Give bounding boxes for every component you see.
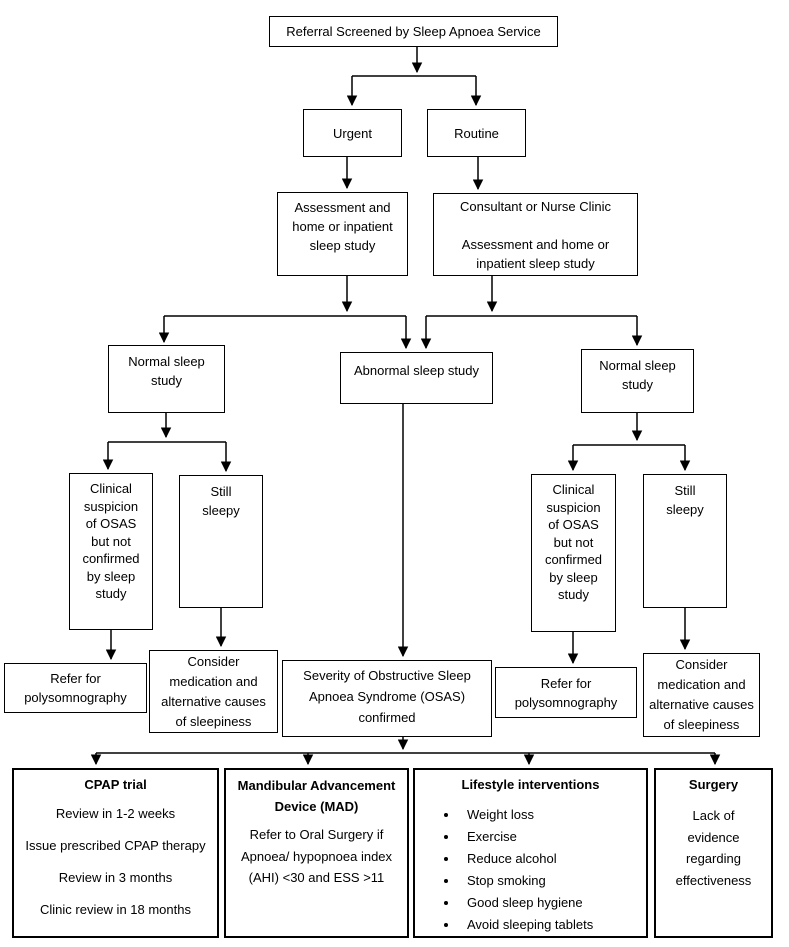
node-lifestyle-interventions: Lifestyle interventions Weight lossExerc… (413, 768, 648, 938)
node-clinical-suspicion-right: Clinical suspicion of OSAS but not confi… (531, 474, 616, 632)
node-assessment-urgent: Assessment and home or inpatient sleep s… (277, 192, 408, 276)
cpap-trial-title: CPAP trial (84, 777, 147, 792)
node-normal-sleep-study-right: Normal sleep study (581, 349, 694, 413)
surgery-body: Lack of evidence regarding effectiveness (675, 808, 752, 888)
mad-body: Refer to Oral Surgery if Apnoea/ hypopno… (240, 827, 393, 885)
node-routine: Routine (427, 109, 526, 157)
node-refer-polysomnography-right: Refer for polysomnography (495, 667, 637, 718)
node-cpap-trial: CPAP trial Review in 1-2 weeks Issue pre… (12, 768, 219, 938)
node-consider-medication-left: Consider medication and alternative caus… (149, 650, 278, 733)
node-severity-confirmed: Severity of Obstructive Sleep Apnoea Syn… (282, 660, 492, 737)
node-abnormal-sleep-study: Abnormal sleep study (340, 352, 493, 404)
node-referral-screened: Referral Screened by Sleep Apnoea Servic… (269, 16, 558, 47)
lifestyle-title: Lifestyle interventions (461, 777, 600, 792)
bullet-item: Weight loss (459, 804, 646, 826)
node-normal-sleep-study-left: Normal sleep study (108, 345, 225, 413)
node-refer-polysomnography-left: Refer for polysomnography (4, 663, 147, 713)
node-consultant-clinic: Consultant or Nurse Clinic Assessment an… (433, 193, 638, 276)
node-still-sleepy-right: Still sleepy (643, 474, 727, 608)
bullet-item: Reduce alcohol (459, 848, 646, 870)
bullet-item: Good sleep hygiene (459, 892, 646, 914)
node-clinical-suspicion-left: Clinical suspicion of OSAS but not confi… (69, 473, 153, 630)
lifestyle-bullet-list: Weight lossExerciseReduce alcoholStop sm… (415, 804, 646, 936)
node-consider-medication-right: Consider medication and alternative caus… (643, 653, 760, 737)
branch-lines (96, 75, 715, 754)
bullet-item: Stop smoking (459, 870, 646, 892)
bullet-item: Exercise (459, 826, 646, 848)
mad-title: Mandibular Advancement Device (MAD) (237, 778, 396, 814)
node-surgery: Surgery Lack of evidence regarding effec… (654, 768, 773, 938)
node-mandibular-advancement-device: Mandibular Advancement Device (MAD) Refe… (224, 768, 409, 938)
bullet-item: Avoid sleeping tablets (459, 914, 646, 936)
cpap-trial-body: Review in 1-2 weeks Issue prescribed CPA… (25, 806, 206, 917)
node-urgent: Urgent (303, 109, 402, 157)
surgery-title: Surgery (688, 777, 739, 792)
node-still-sleepy-left: Still sleepy (179, 475, 263, 608)
